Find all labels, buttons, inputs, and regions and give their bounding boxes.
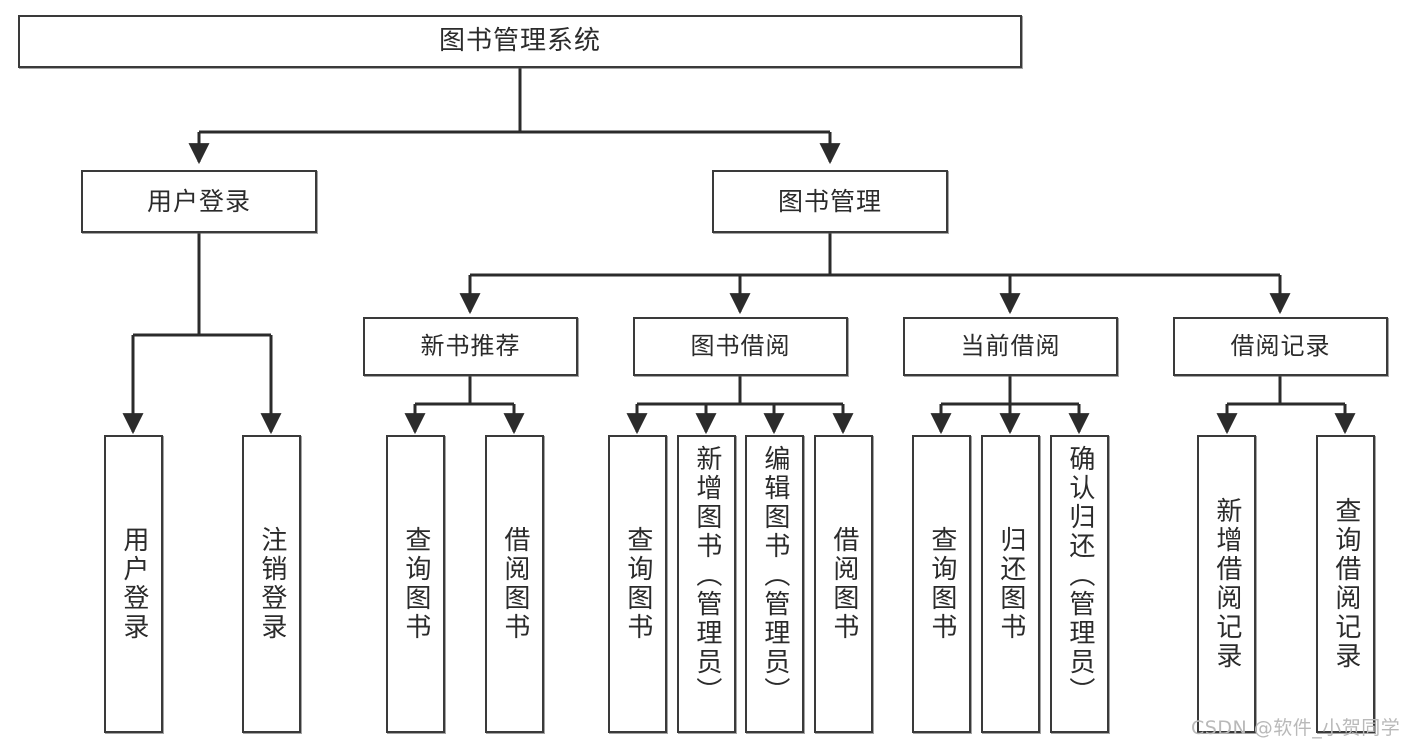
- node-label: 用户登录: [118, 526, 149, 642]
- node-leaf-borrow-book-recommend[interactable]: 借阅图书: [485, 435, 544, 733]
- node-label: 注销登录: [256, 526, 287, 642]
- node-label: 图书管理系统: [438, 26, 601, 57]
- node-label: 借阅图书: [828, 526, 859, 642]
- node-leaf-add-borrow-record[interactable]: 新增借阅记录: [1197, 435, 1256, 733]
- node-label: 查询图书: [926, 526, 957, 642]
- node-leaf-add-book-admin[interactable]: 新增图书（管理员）: [677, 435, 736, 733]
- node-borrow-record[interactable]: 借阅记录: [1173, 317, 1388, 376]
- node-current-borrow[interactable]: 当前借阅: [903, 317, 1118, 376]
- node-label: 借阅图书: [499, 526, 530, 642]
- node-label: 借阅记录: [1230, 332, 1331, 361]
- node-leaf-logout[interactable]: 注销登录: [242, 435, 301, 733]
- node-leaf-confirm-return-admin[interactable]: 确认归还（管理员）: [1050, 435, 1109, 733]
- node-label: 用户登录: [146, 186, 251, 216]
- csdn-watermark: CSDN @软件_小贺同学: [1191, 717, 1401, 739]
- node-leaf-query-book-borrow[interactable]: 查询图书: [608, 435, 667, 733]
- node-leaf-edit-book-admin[interactable]: 编辑图书（管理员）: [745, 435, 804, 733]
- node-leaf-borrow-book[interactable]: 借阅图书: [814, 435, 873, 733]
- node-label: 图书管理: [777, 186, 882, 216]
- node-label: 查询借阅记录: [1330, 497, 1361, 671]
- node-label: 确认归还（管理员）: [1064, 445, 1095, 706]
- node-label: 编辑图书（管理员）: [759, 445, 790, 706]
- node-leaf-query-book-current[interactable]: 查询图书: [912, 435, 971, 733]
- node-user-login[interactable]: 用户登录: [81, 170, 317, 233]
- node-leaf-query-book-recommend[interactable]: 查询图书: [386, 435, 445, 733]
- node-label: 图书借阅: [690, 332, 791, 361]
- node-leaf-user-login[interactable]: 用户登录: [104, 435, 163, 733]
- node-label: 新增借阅记录: [1211, 497, 1242, 671]
- node-label: 查询图书: [622, 526, 653, 642]
- node-label: 新书推荐: [420, 332, 521, 361]
- node-label: 当前借阅: [960, 332, 1061, 361]
- node-new-book-recommend[interactable]: 新书推荐: [363, 317, 578, 376]
- node-book-borrow[interactable]: 图书借阅: [633, 317, 848, 376]
- node-root-book-management-system[interactable]: 图书管理系统: [18, 15, 1022, 68]
- node-book-management[interactable]: 图书管理: [712, 170, 948, 233]
- node-label: 查询图书: [400, 526, 431, 642]
- node-label: 归还图书: [995, 526, 1026, 642]
- node-leaf-return-book[interactable]: 归还图书: [981, 435, 1040, 733]
- node-label: 新增图书（管理员）: [691, 445, 722, 706]
- node-leaf-query-borrow-record[interactable]: 查询借阅记录: [1316, 435, 1375, 733]
